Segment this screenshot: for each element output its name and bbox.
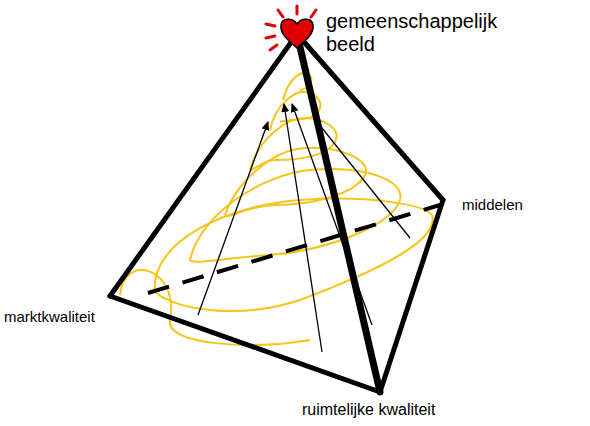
corner-label: marktkwaliteit <box>4 308 124 325</box>
heart-symbol <box>281 19 313 48</box>
corner-label: middelen <box>462 196 572 213</box>
convergence-arrows <box>198 104 410 352</box>
title-label: gemeenschappelijk beeld <box>326 10 506 56</box>
corner-label: ruimtelijke kwaliteit <box>302 401 502 419</box>
hidden-edge <box>148 205 440 293</box>
heart-rays <box>266 6 316 50</box>
pyramid-edges <box>110 34 443 392</box>
spiral-lines <box>120 73 433 345</box>
